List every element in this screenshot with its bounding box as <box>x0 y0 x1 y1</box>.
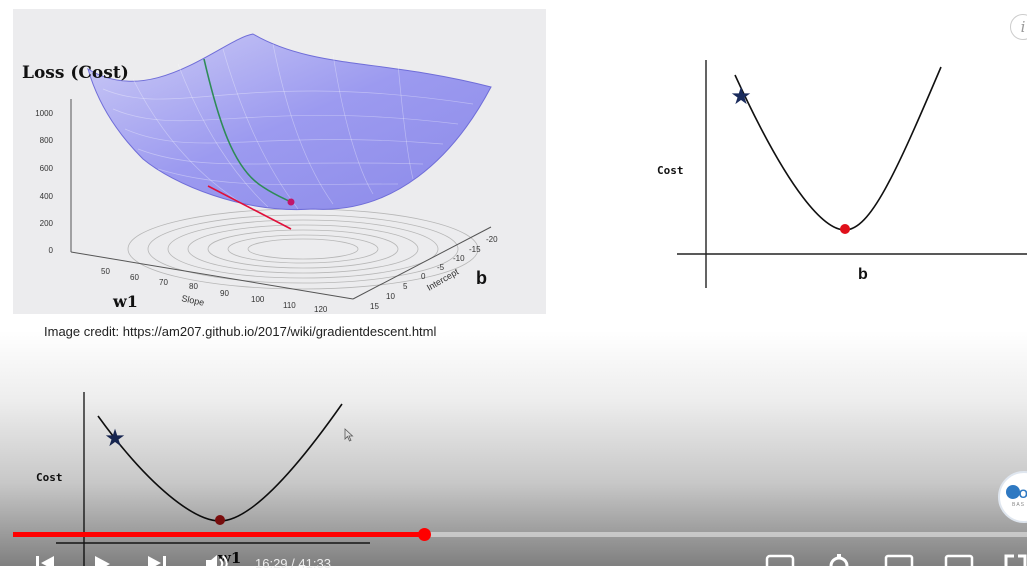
svg-text:110: 110 <box>283 301 296 310</box>
previous-icon[interactable] <box>34 554 56 570</box>
loss-title: Loss (Cost) <box>22 63 129 83</box>
player-controls: 16:29 / 41:33 <box>0 540 1027 571</box>
svg-text:-10: -10 <box>453 254 465 263</box>
svg-text:60: 60 <box>130 273 139 282</box>
loss-surface-svg: 1000 800 600 400 200 0 50 60 70 80 90 10… <box>22 33 498 314</box>
slope-axis-ticks: 50 60 70 80 90 100 110 120 <box>101 267 328 314</box>
volume-icon[interactable] <box>204 554 230 570</box>
gradient-path-green <box>203 58 292 203</box>
svg-text:0: 0 <box>49 246 54 255</box>
progress-played <box>13 532 424 537</box>
svg-text:400: 400 <box>40 192 54 201</box>
svg-text:-15: -15 <box>469 245 481 254</box>
fullscreen-icon[interactable] <box>1004 554 1027 570</box>
star-marker: ★ <box>730 82 752 110</box>
svg-text:100: 100 <box>251 295 265 304</box>
play-icon[interactable] <box>92 554 112 570</box>
miniplayer-icon[interactable] <box>884 554 914 570</box>
cost-vs-b-chart: ★ Cost b <box>657 60 1027 288</box>
svg-text:0: 0 <box>421 272 426 281</box>
svg-text:800: 800 <box>40 136 54 145</box>
axis-frame <box>70 99 492 300</box>
intercept-axis-ticks: -20 -15 -10 -5 0 5 10 15 <box>370 235 498 311</box>
svg-text:120: 120 <box>314 305 328 314</box>
svg-text:10: 10 <box>386 292 395 301</box>
theater-mode-icon[interactable] <box>944 554 974 570</box>
cost-curve <box>97 403 343 522</box>
svg-text:80: 80 <box>189 282 198 291</box>
loss-surface <box>87 33 492 211</box>
svg-text:70: 70 <box>159 278 168 287</box>
svg-text:5: 5 <box>403 282 408 291</box>
svg-text:-20: -20 <box>486 235 498 244</box>
mouse-cursor-icon <box>344 428 354 442</box>
b-label: b <box>476 268 487 288</box>
gradient-path-red <box>207 185 292 230</box>
progress-scrubber[interactable] <box>418 528 431 541</box>
svg-text:600: 600 <box>40 164 54 173</box>
svg-text:15: 15 <box>370 302 379 311</box>
time-separator: / <box>287 556 299 571</box>
settings-gear-icon[interactable] <box>826 554 852 570</box>
time-display: 16:29 / 41:33 <box>255 556 331 571</box>
z-axis-ticks: 1000 800 600 400 200 0 <box>35 109 53 255</box>
svg-text:1000: 1000 <box>35 109 53 118</box>
ball-marker <box>840 224 850 234</box>
svg-text:-5: -5 <box>437 263 445 272</box>
progress-bar[interactable] <box>13 528 1027 541</box>
info-icon[interactable]: i <box>1010 14 1027 40</box>
next-icon[interactable] <box>146 554 168 570</box>
star-marker: ★ <box>104 424 126 452</box>
image-credit: Image credit: https://am207.github.io/20… <box>44 324 437 339</box>
w1-label: w1 <box>112 292 138 311</box>
cost-axis-label: Cost <box>657 164 684 177</box>
cost-axis-label: Cost <box>36 471 63 484</box>
watermark-text: CO <box>1010 487 1027 501</box>
loss-surface-image: 1000 800 600 400 200 0 50 60 70 80 90 10… <box>13 9 546 314</box>
contour-floor <box>127 208 479 290</box>
watermark-logo-icon <box>1006 485 1020 499</box>
svg-text:90: 90 <box>220 289 229 298</box>
b-axis-label: b <box>858 266 868 283</box>
watermark-subtext: BAS <box>1012 502 1026 508</box>
ball-marker <box>215 515 225 525</box>
minimum-point <box>287 198 295 206</box>
time-total: 41:33 <box>298 556 331 571</box>
cost-curve <box>734 66 942 231</box>
subtitles-icon[interactable] <box>765 554 795 570</box>
slope-axis-label: Slope <box>181 293 206 308</box>
time-current: 16:29 <box>255 556 288 571</box>
svg-text:200: 200 <box>40 219 54 228</box>
svg-text:50: 50 <box>101 267 110 276</box>
